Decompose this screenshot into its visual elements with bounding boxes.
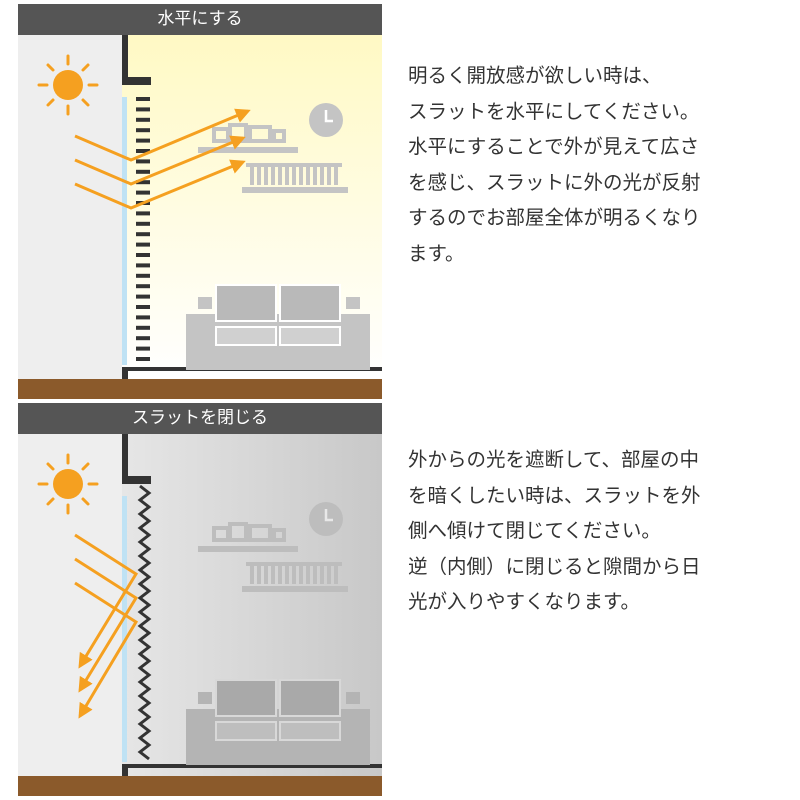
panel-horizontal: 水平にする: [18, 4, 382, 399]
window-glass: [122, 97, 127, 365]
wall-upper: [122, 434, 128, 482]
window-head: [122, 77, 151, 85]
window-head: [122, 476, 151, 484]
room-floor-line: [122, 764, 382, 768]
light-arrow-icon: [74, 108, 251, 210]
clock-icon: [309, 103, 343, 137]
panel-header-horizontal: 水平にする: [18, 4, 382, 35]
description-line: を暗くしたい時は、スラットを外: [408, 483, 701, 507]
blind-slats-icon: [137, 484, 152, 761]
description-line: ます。: [408, 241, 465, 265]
sofa-icon: [186, 679, 370, 765]
description-line: を感じ、スラットに外の光が反射: [408, 170, 701, 194]
light-arrow-icon: [74, 533, 139, 719]
description-line: 側へ傾けて閉じてください。: [408, 519, 661, 543]
description-line: 外からの光を遮断して、部屋の中: [408, 448, 699, 471]
clock-icon: [309, 502, 343, 536]
floor: [18, 776, 382, 796]
window-glass: [122, 496, 127, 762]
sun-icon: [37, 453, 99, 515]
description-horizontal: 明るく開放感が欲しい時は、スラットを水平にしてください。水平にすることで外が見え…: [408, 58, 788, 272]
description-closed: 外からの光を遮断して、部屋の中を暗くしたい時は、スラットを外側へ傾けて閉じてくだ…: [408, 442, 788, 620]
panel-header-closed: スラットを閉じる: [18, 403, 382, 434]
wall-lower: [122, 367, 128, 380]
panel-closed: スラットを閉じる: [18, 403, 382, 796]
diagram-horizontal: [18, 35, 382, 399]
description-line: 逆（内側）に閉じると隙間から日: [408, 554, 701, 578]
floor: [18, 379, 382, 399]
description-line: するのでお部屋全体が明るくなり: [408, 206, 701, 230]
shelf-icon: [198, 522, 348, 592]
diagram-closed: [18, 434, 382, 796]
description-line: 水平にすることで外が見えて広さ: [408, 135, 700, 159]
description-line: 光が入りやすくなります。: [408, 590, 641, 614]
description-line: 明るく開放感が欲しい時は、: [408, 64, 662, 87]
sofa-icon: [186, 284, 370, 370]
description-line: スラットを水平にしてください。: [408, 99, 700, 123]
sun-icon: [37, 54, 99, 116]
wall-lower: [122, 764, 128, 777]
wall-upper: [122, 35, 128, 83]
